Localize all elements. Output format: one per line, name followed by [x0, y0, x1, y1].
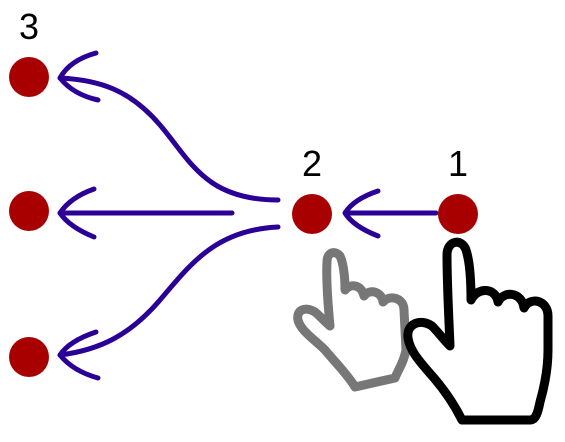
- node-step-3-top: [9, 57, 49, 97]
- step-label-3: 3: [19, 6, 39, 47]
- node-step-3-bottom: [9, 337, 49, 377]
- step-label-1: 1: [448, 143, 468, 184]
- arrow-2-to-3-bottom: [57, 224, 281, 358]
- node-step-3-middle: [9, 191, 49, 231]
- node-step-2: [292, 194, 332, 234]
- arrow-2-to-3-bottom-head: [57, 329, 101, 381]
- arrow-2-to-3-middle-head: [57, 186, 97, 240]
- arrows: [57, 50, 439, 381]
- step-label-2: 2: [302, 143, 322, 184]
- arrow-2-to-3-top-head: [57, 50, 101, 103]
- node-step-1: [438, 194, 478, 234]
- arrow-1-to-2-head: [342, 188, 381, 239]
- arrow-2-to-3-top: [57, 75, 281, 203]
- previous-tap-hand-icon: [293, 248, 411, 392]
- nodes: [9, 57, 478, 377]
- active-tap-hand-icon: [403, 237, 553, 425]
